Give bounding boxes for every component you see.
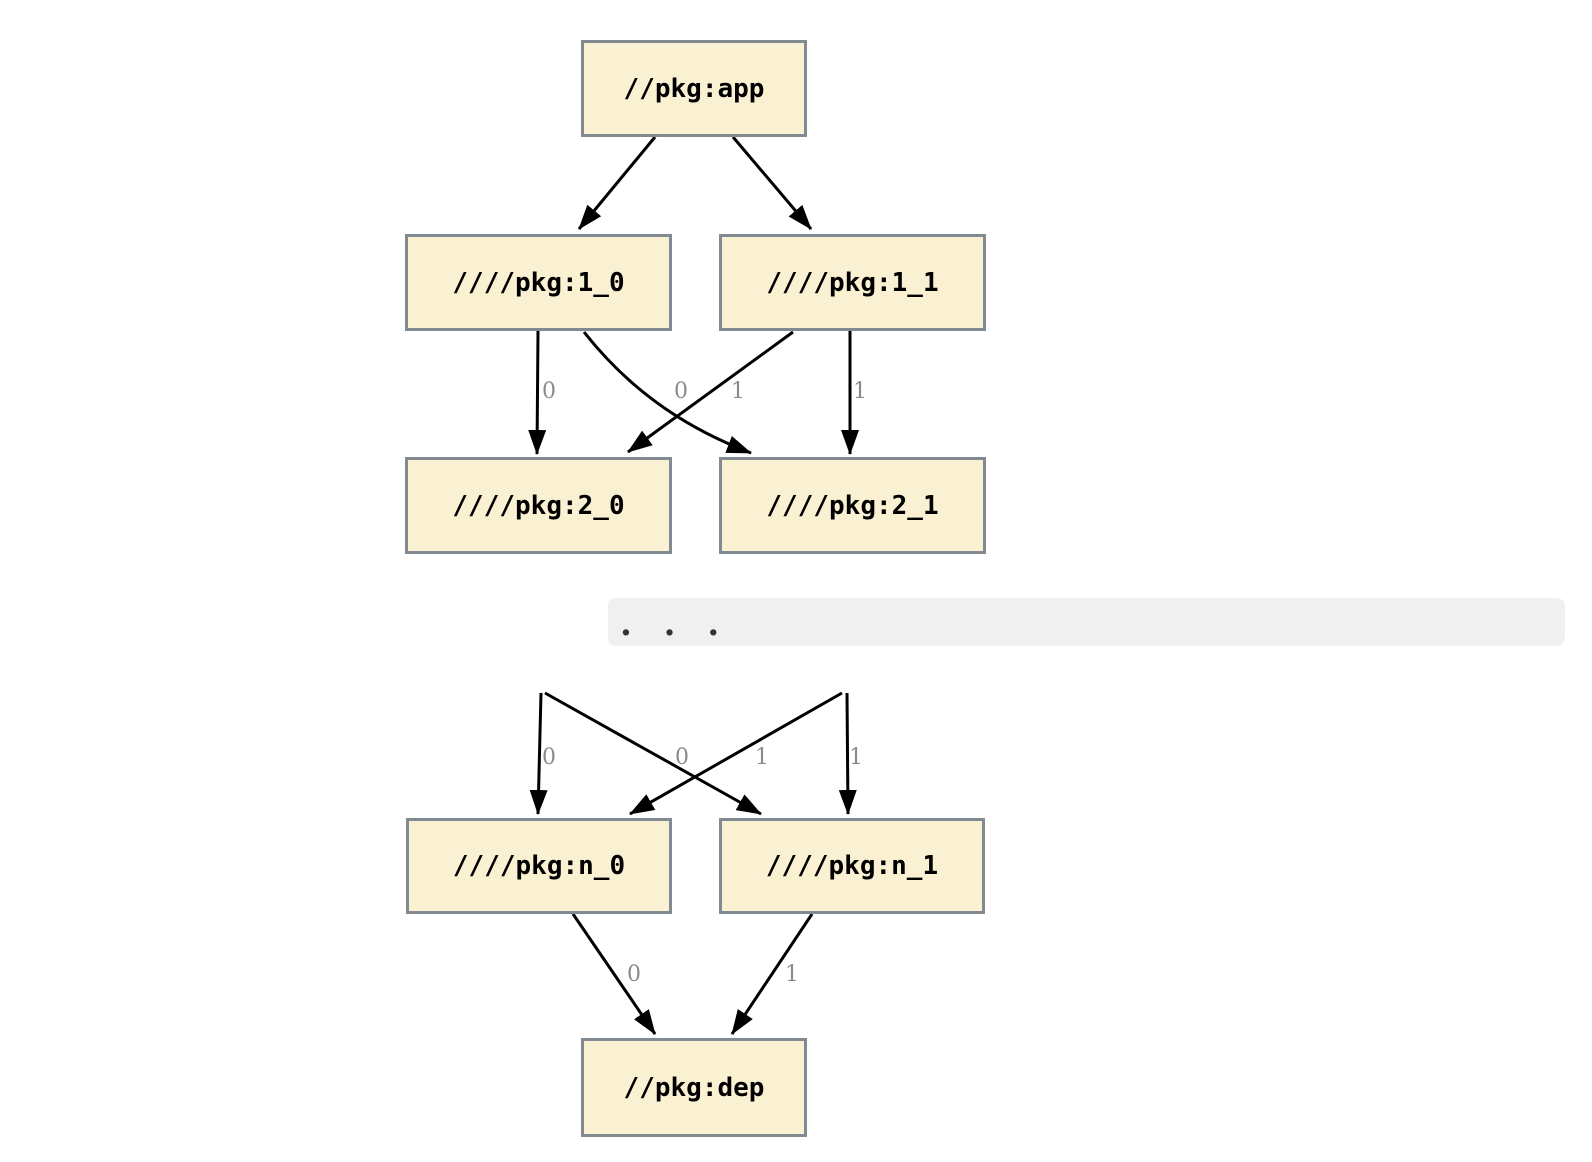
node-pkg-1_0: ////pkg:1_0: [405, 234, 672, 331]
node-pkg-2_0: ////pkg:2_0: [405, 457, 672, 554]
edge-1_0-to-2_0: [528, 330, 547, 455]
edge-label-1_0-2_1: 0: [674, 379, 688, 404]
ellipsis-dots: . . .: [620, 604, 730, 644]
edge-n_1-to-dep: [730, 913, 814, 1035]
edge-label-1_1-2_1: 1: [853, 379, 867, 404]
edge-elided0-to-n_0: [529, 692, 548, 815]
node-pkg-1_1: ////pkg:1_1: [719, 234, 986, 331]
node-pkg-n_0: ////pkg:n_0: [406, 818, 672, 914]
edge-n_0-to-dep: [571, 913, 657, 1035]
edge-label-elided1-n_0: 1: [755, 745, 769, 770]
edge-app-to-1_1: [731, 136, 813, 230]
edge-label-1_1-2_0: 1: [731, 379, 745, 404]
edge-label-1_0-2_0: 0: [542, 379, 556, 404]
node-pkg-n_1: ////pkg:n_1: [719, 818, 985, 914]
node-pkg-2_1: ////pkg:2_1: [719, 457, 986, 554]
edge-label-elided0-n_1: 0: [675, 745, 689, 770]
edge-elided0-to-n_1: [544, 691, 762, 816]
node-pkg-dep: //pkg:dep: [581, 1038, 807, 1137]
node-pkg-app: //pkg:app: [581, 40, 807, 137]
edge-1_1-to-2_0: [627, 330, 794, 454]
edge-elided1-to-n_0: [629, 691, 843, 816]
edge-1_0-to-2_1: [582, 331, 752, 455]
elided-section-bar: . . .: [608, 598, 1565, 646]
edge-app-to-1_0: [577, 136, 657, 230]
edge-label-n_1-dep: 1: [785, 962, 799, 987]
edge-label-elided0-n_0: 0: [542, 745, 556, 770]
edge-elided1-to-n_1: [838, 692, 857, 815]
edge-label-n_0-dep: 0: [627, 962, 641, 987]
edge-label-elided1-n_1: 1: [849, 745, 863, 770]
